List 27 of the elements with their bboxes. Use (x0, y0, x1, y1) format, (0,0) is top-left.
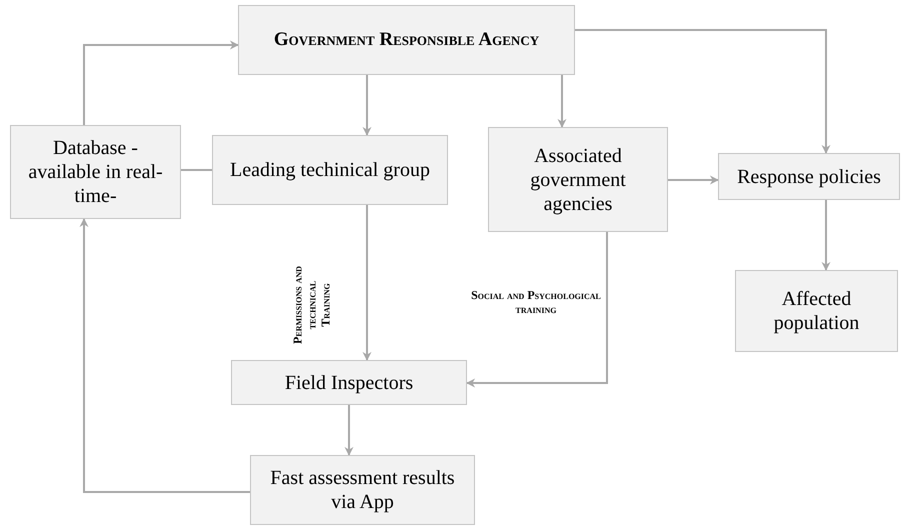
arrow (344, 405, 354, 456)
arrow (80, 218, 250, 493)
box-label: Fast assessment results via App (269, 466, 456, 514)
process-box (718, 153, 900, 200)
process-box (250, 455, 475, 525)
arrow (362, 75, 372, 136)
box-label: Field Inspectors (284, 370, 414, 394)
arrow (83, 40, 239, 125)
arrow (362, 205, 372, 361)
connector-line (181, 169, 212, 171)
process-box (10, 125, 181, 219)
box-label: Leading techinical group (230, 158, 430, 182)
arrow (575, 29, 830, 154)
process-box (238, 5, 575, 75)
process-box (735, 270, 898, 352)
arrow (668, 176, 719, 184)
process-box (488, 127, 668, 232)
box-label: Associated government agencies (529, 144, 627, 216)
box-label: Affected population (772, 287, 860, 335)
box-label: Response policies (737, 164, 881, 188)
arrow (558, 75, 566, 128)
process-box (212, 135, 448, 205)
box-label: Database -available in real-time- (27, 136, 164, 208)
box-label: Government Responsible Agency (274, 28, 540, 52)
process-box (231, 360, 467, 405)
arrow (466, 232, 608, 388)
arrow (822, 200, 830, 271)
